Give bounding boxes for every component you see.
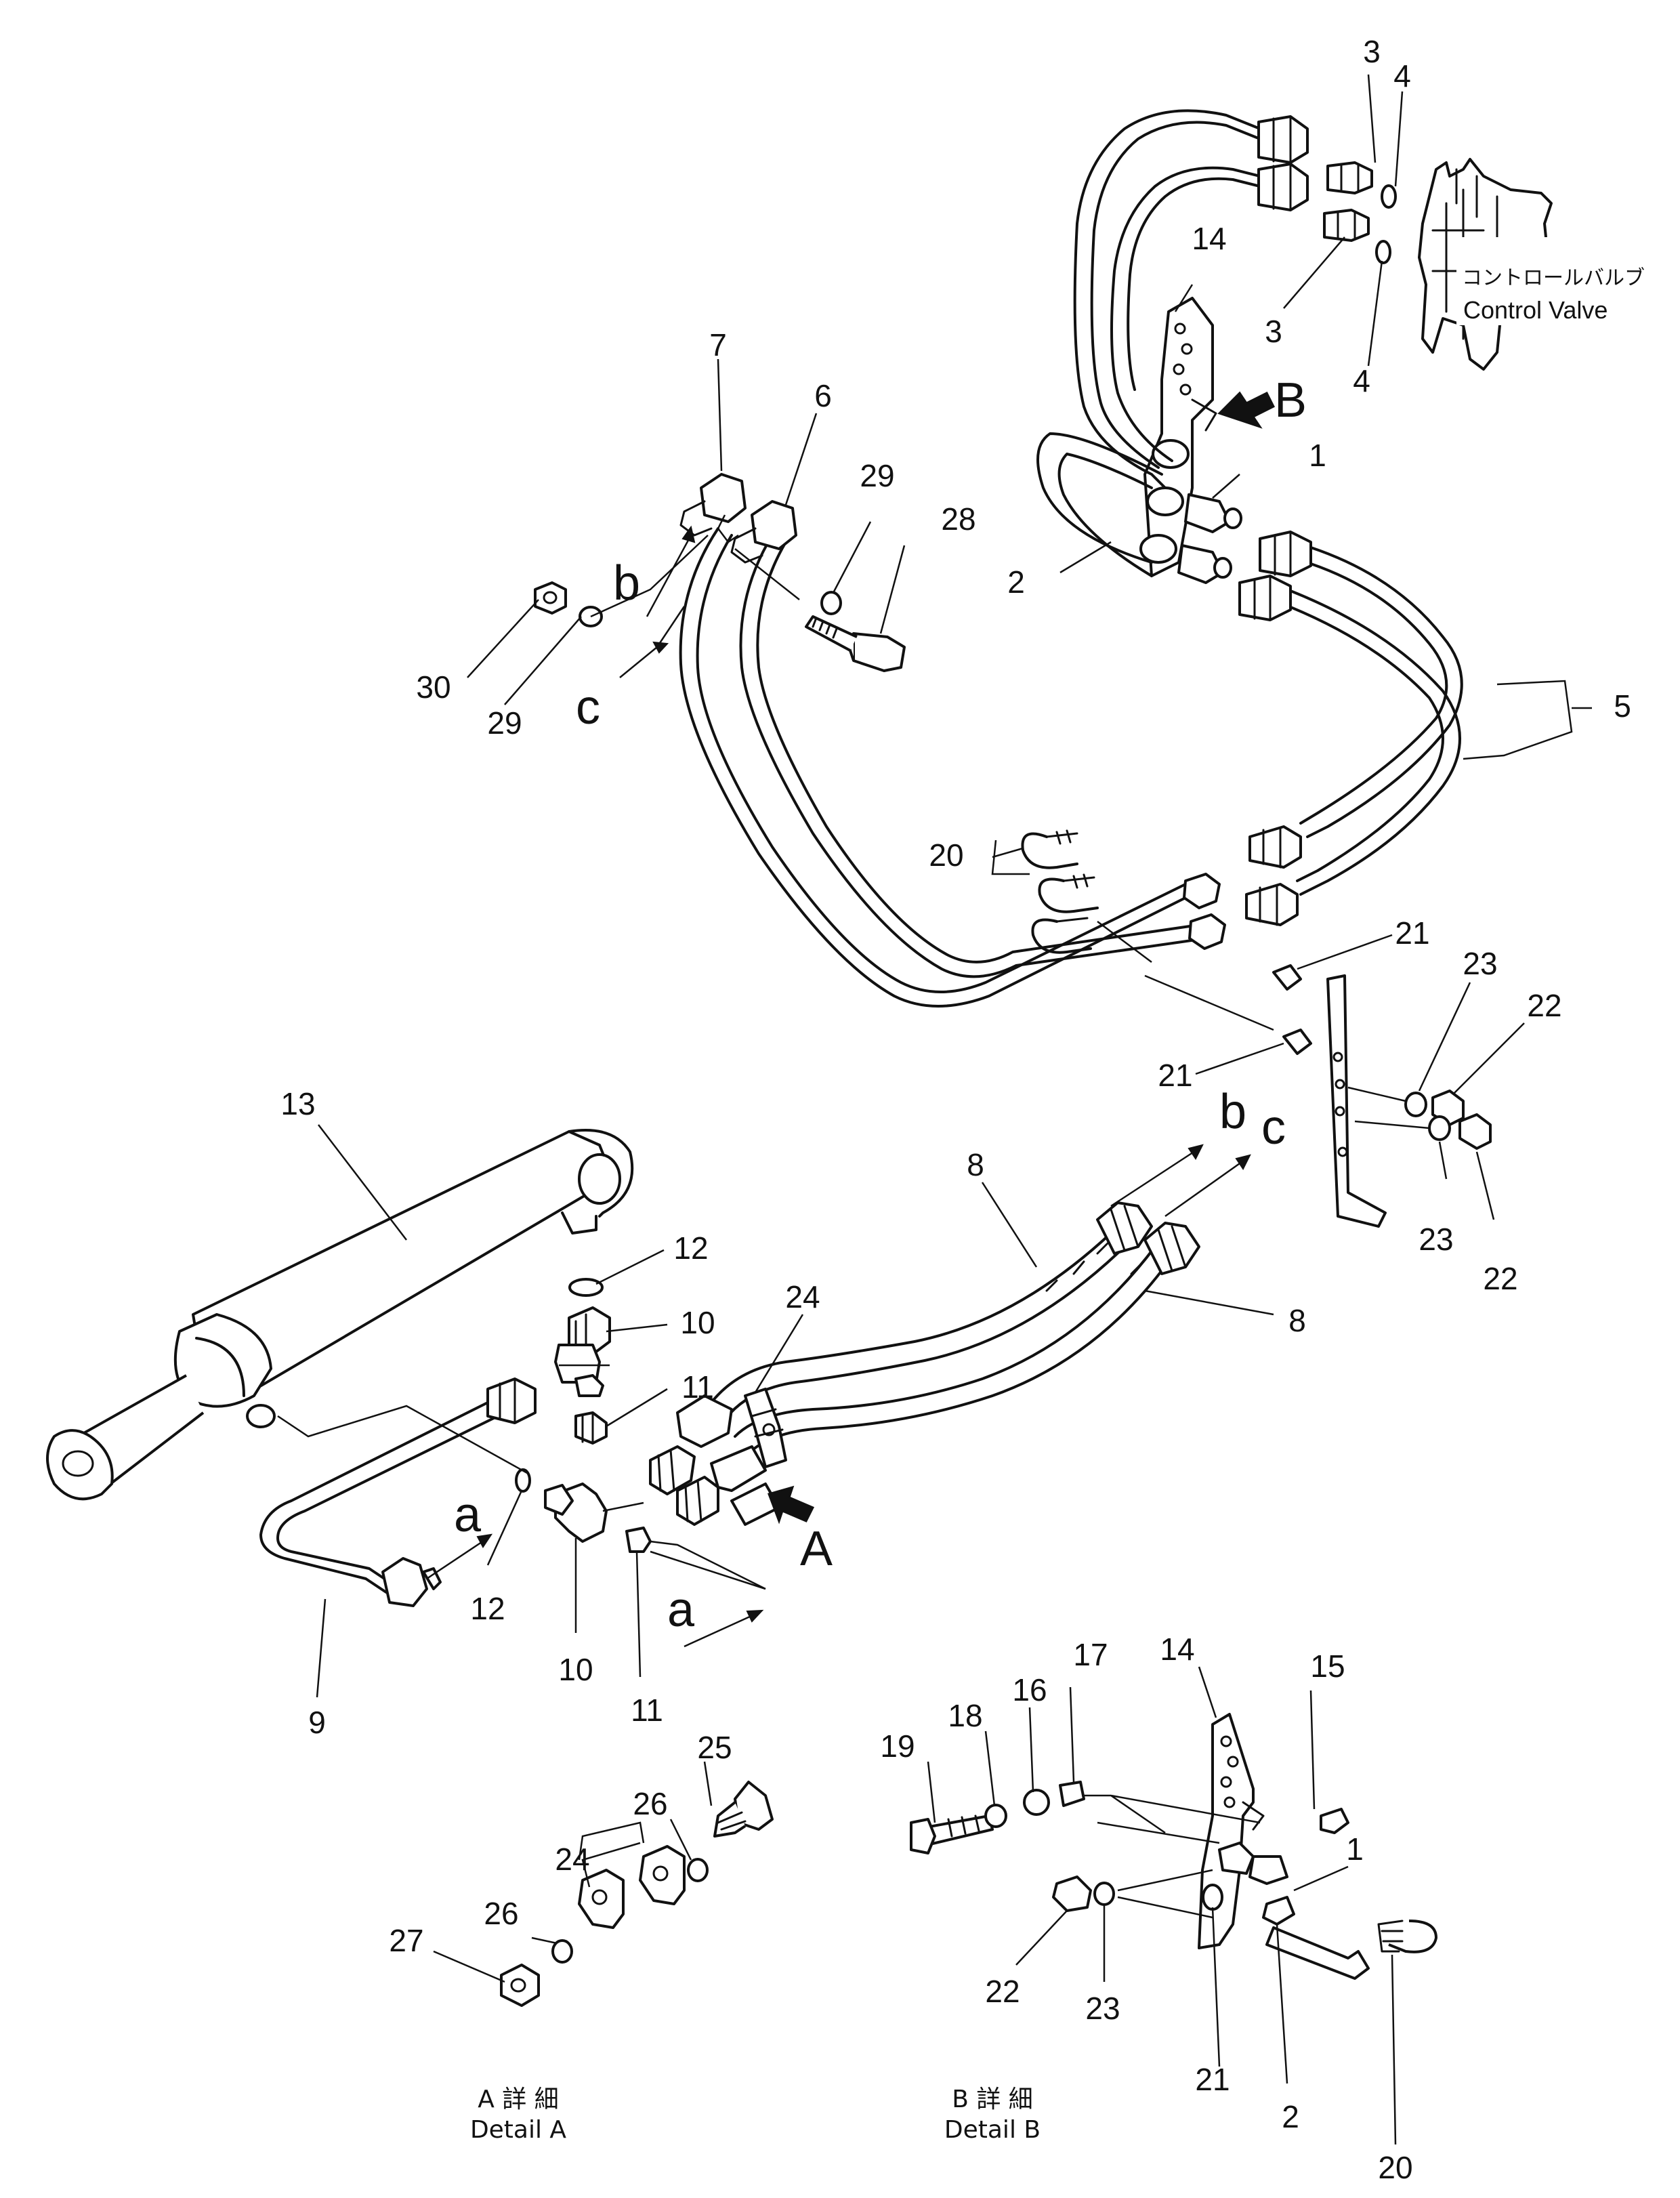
- detail-a-drawing: [500, 1781, 774, 2007]
- hydraulic-cylinder-13: [46, 1129, 634, 1501]
- callout-10: 10: [680, 1305, 715, 1340]
- callout-15: 15: [1310, 1648, 1345, 1684]
- callout-3: 3: [1265, 314, 1282, 349]
- control-valve-label-jp: コントロールバルブ: [1462, 266, 1645, 290]
- callout-22: 22: [1527, 988, 1561, 1023]
- callout-29: 29: [487, 705, 522, 741]
- valve-fittings: [1323, 161, 1397, 264]
- callout-2: 2: [1282, 2099, 1299, 2134]
- callout-4: 4: [1353, 363, 1370, 398]
- callout-25: 25: [697, 1730, 732, 1765]
- callout-21: 21: [1158, 1058, 1192, 1093]
- callout-12: 12: [470, 1591, 505, 1626]
- connection-arrows: [426, 525, 1251, 1648]
- detail-a-title-en: Detail A: [470, 2116, 566, 2144]
- connection-letter-b: b: [1219, 1085, 1246, 1139]
- view-arrows: B A: [768, 373, 1307, 1576]
- hoses-8: [649, 1201, 1200, 1526]
- callout-5: 5: [1614, 688, 1631, 724]
- detail-b-drawing: [910, 1713, 1437, 1980]
- callout-12: 12: [673, 1230, 708, 1266]
- callouts-main: 3 4 3 4 14 1 2 5 7 6 29 28 30 29 20 21 2…: [280, 34, 1631, 1740]
- bracket-right: [1272, 964, 1492, 1228]
- callout-10: 10: [558, 1652, 593, 1687]
- callout-22: 22: [1483, 1261, 1517, 1296]
- callout-23: 23: [1463, 946, 1497, 981]
- callout-3: 3: [1363, 34, 1381, 69]
- callout-19: 19: [880, 1728, 915, 1764]
- callout-22: 22: [985, 1974, 1020, 2009]
- callout-24: 24: [555, 1842, 589, 1877]
- bracket-14-upper: [1139, 297, 1242, 584]
- callout-9: 9: [308, 1705, 326, 1740]
- connection-letter-c: c: [576, 680, 600, 734]
- callout-16: 16: [1012, 1672, 1047, 1707]
- callout-21: 21: [1195, 2062, 1230, 2097]
- control-valve-assembly: コントロールバルブ Control Valve: [1418, 158, 1645, 371]
- callout-11: 11: [631, 1693, 663, 1728]
- clamp-24-installed: [744, 1388, 787, 1468]
- callout-28: 28: [941, 501, 975, 537]
- callout-14: 14: [1160, 1632, 1194, 1667]
- callout-18: 18: [948, 1698, 982, 1733]
- u-bolts-20: [991, 829, 1274, 1031]
- view-letter-A: A: [800, 1522, 833, 1576]
- fittings-10-11-12: [277, 1278, 766, 1590]
- pipes-6-7: [679, 527, 1226, 1008]
- view-letter-B: B: [1274, 373, 1307, 428]
- callout-14: 14: [1192, 221, 1226, 256]
- callout-2: 2: [1007, 564, 1025, 600]
- detail-b-title-en: Detail B: [944, 2116, 1041, 2144]
- pipe-9: [259, 1377, 537, 1607]
- callout-13: 13: [280, 1086, 315, 1121]
- callout-17: 17: [1073, 1637, 1108, 1672]
- connection-letter-c: c: [1261, 1100, 1286, 1155]
- detail-a-callouts: 25 26 24 26 27 A 詳 細 Detail A: [389, 1730, 732, 2144]
- callout-20: 20: [929, 837, 963, 873]
- callout-23: 23: [1085, 1991, 1120, 2026]
- callout-11: 11: [681, 1369, 714, 1405]
- callout-24: 24: [785, 1279, 820, 1314]
- callout-4: 4: [1393, 58, 1411, 94]
- callout-1: 1: [1309, 438, 1326, 473]
- hose-2-upper-loops: [1036, 109, 1309, 577]
- callout-21: 21: [1395, 915, 1429, 951]
- callout-23: 23: [1419, 1222, 1453, 1257]
- hose-5: [1238, 531, 1592, 926]
- callout-26: 26: [484, 1896, 518, 1931]
- callout-1: 1: [1346, 1831, 1364, 1867]
- connection-letter-a: a: [667, 1583, 695, 1637]
- detail-b-callouts: 14 15 17 16 18 19 1 22 23 21 2 20 B 詳 細 …: [880, 1632, 1412, 2185]
- callout-20: 20: [1378, 2150, 1412, 2185]
- fasteners-28-29-30: [534, 535, 906, 672]
- callout-27: 27: [389, 1923, 423, 1958]
- connection-letters: b c b c a a: [454, 556, 1286, 1637]
- connection-letter-a: a: [454, 1488, 482, 1542]
- callout-7: 7: [709, 327, 727, 362]
- detail-a-title-jp: A 詳 細: [478, 2086, 559, 2113]
- elbows-6-7: [679, 473, 797, 564]
- connection-letter-b: b: [613, 556, 640, 610]
- callout-29: 29: [860, 458, 894, 493]
- callout-8: 8: [967, 1147, 984, 1182]
- callout-30: 30: [416, 669, 450, 705]
- control-valve-label-en: Control Valve: [1463, 296, 1608, 324]
- leader-lines: [316, 74, 1525, 2145]
- callout-6: 6: [814, 378, 832, 413]
- callout-8: 8: [1288, 1303, 1306, 1338]
- detail-b-title-jp: B 詳 細: [952, 2086, 1033, 2113]
- callout-26: 26: [633, 1786, 667, 1821]
